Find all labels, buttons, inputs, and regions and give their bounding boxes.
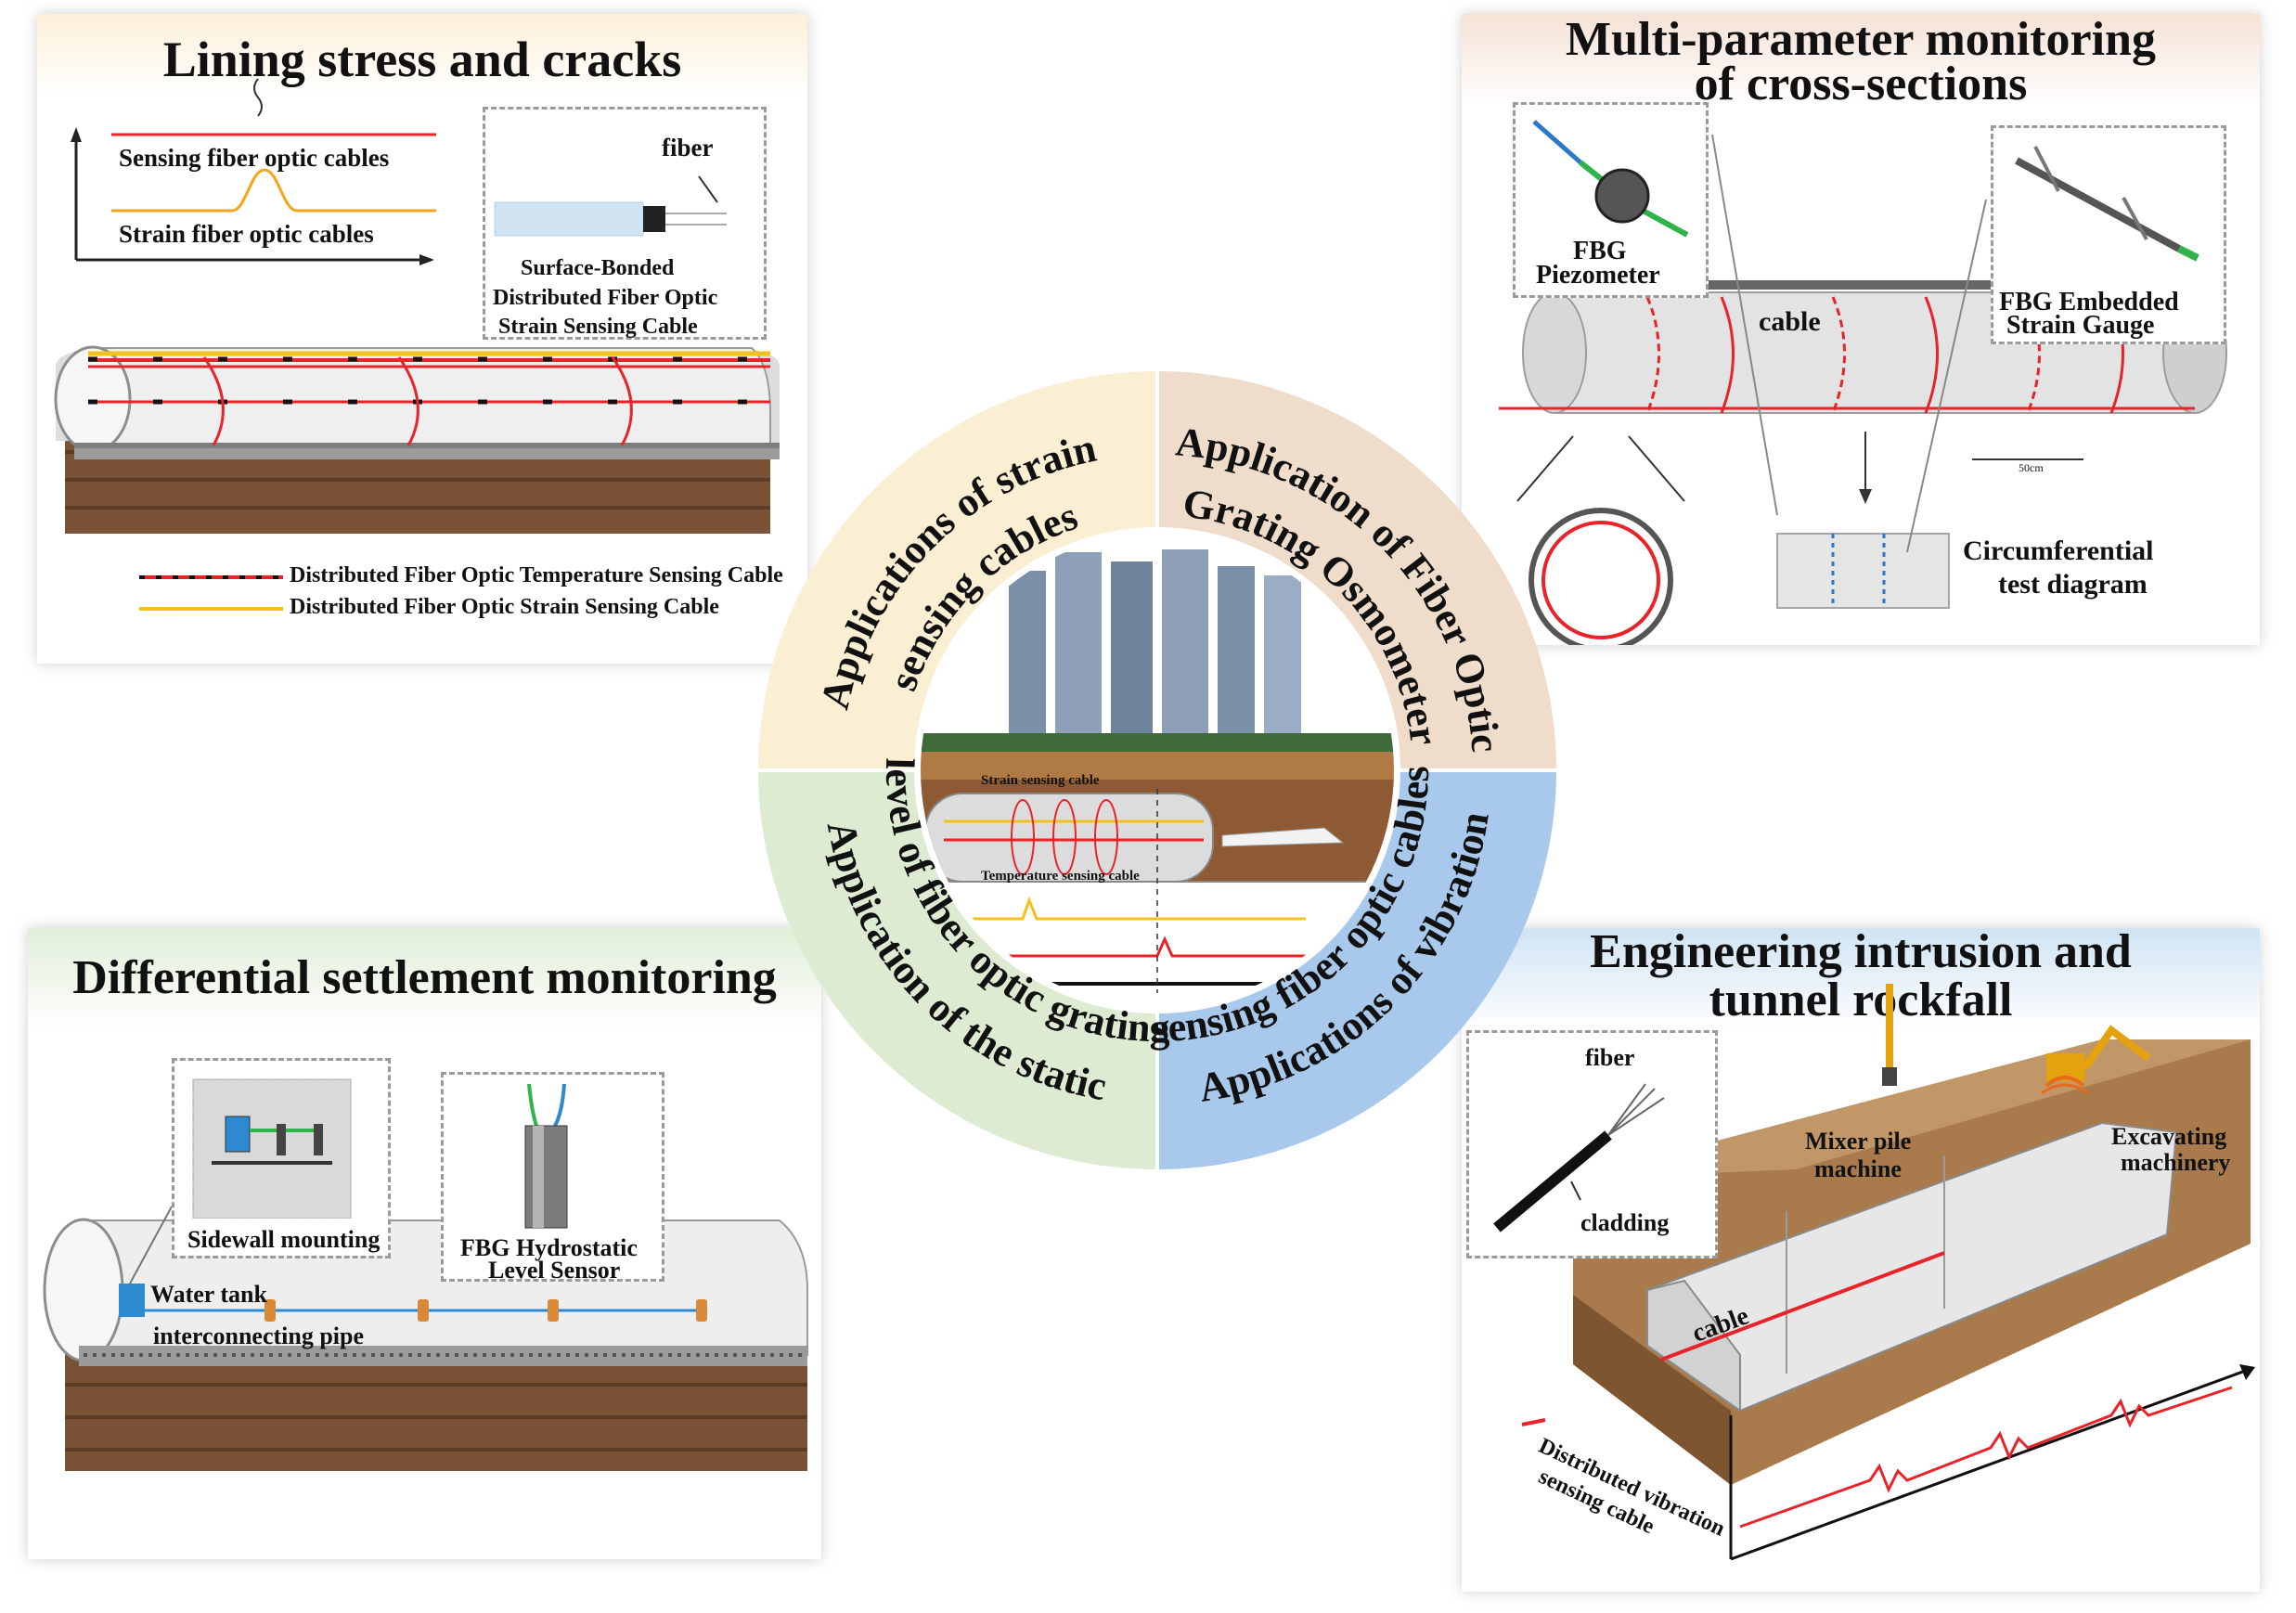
fiber-cladding-inset: fiber cladding [1466, 1030, 1718, 1258]
interconnecting-pipe-label: interconnecting pipe [153, 1323, 365, 1349]
strain-gauge-icon [2015, 146, 2199, 262]
inset-fiber-label: fiber [1585, 1044, 1635, 1071]
mixer-pile-label-1: Mixer pile [1805, 1128, 1912, 1155]
panel-title-line-1: Engineering intrusion and [1590, 925, 2132, 978]
strain-gauge-label-1: FBG Embedded [1999, 288, 2179, 316]
piezometer-label-1: FBG [1573, 237, 1627, 265]
panel-title: Lining stress and cracks [162, 32, 682, 87]
sidewall-mounting-inset: Sidewall mounting [172, 1058, 391, 1258]
panel-title-line-1: Multi-parameter monitoring [1566, 13, 2156, 66]
lining-diagram [54, 78, 780, 611]
panel-title: Differential settlement monitoring [72, 951, 777, 1004]
center-strain-label: Strain sensing cable [981, 773, 1100, 788]
sensing-cable-label: Sensing fiber optic cables [119, 144, 390, 172]
piezometer-label-2: Piezometer [1536, 261, 1660, 290]
ring-svg: Strain sensing cable Temperature sensing… [758, 371, 1556, 1169]
inset-caption-1: Surface-Bonded [521, 256, 675, 280]
panel-lining-stress: Lining stress and cracks [37, 14, 807, 664]
circumferential-label-2: test diagram [1998, 569, 2148, 600]
excavating-label-2: machinery [2121, 1149, 2231, 1176]
strain-gauge-label-2: Strain Gauge [2006, 311, 2155, 340]
circumferential-label-1: Circumferential [1963, 536, 2154, 566]
panel-title-line-2: of cross-sections [1694, 58, 2028, 110]
panel-multi-parameter: Multi-parameter monitoring of cross-sect… [1462, 14, 2260, 645]
level-sensor-icon [524, 1083, 568, 1229]
level-sensor-label-1: FBG Hydrostatic [460, 1234, 638, 1261]
fbg-strain-gauge-inset: FBG Embedded Strain Gauge [1991, 125, 2226, 344]
sidewall-label: Sidewall mounting [187, 1226, 381, 1253]
piezometer-icon [1532, 120, 1689, 238]
fiber-cable-drawing [494, 175, 727, 237]
panel-title-line-2: tunnel rockfall [1709, 974, 2013, 1026]
strain-cable-label: Strain fiber optic cables [119, 220, 374, 248]
panel-engineering-intrusion: Engineering intrusion and tunnel rockfal… [1462, 928, 2260, 1592]
fbg-piezometer-inset: FBG Piezometer [1513, 102, 1709, 298]
level-sensor-label-2: Level Sensor [488, 1257, 621, 1284]
panel-differential-settlement: Differential settlement monitoring Sidew… [28, 928, 821, 1559]
settlement-diagram [43, 1206, 808, 1471]
inset-caption-3: Strain Sensing Cable [498, 315, 698, 339]
central-ring: Strain sensing cable Temperature sensing… [758, 371, 1556, 1169]
cable-label: cable [1759, 306, 1821, 337]
surface-bonded-cable-inset: fiber Surface-Bonded Distributed Fiber O… [483, 107, 767, 340]
intrusion-diagram [1521, 984, 2255, 1561]
center-temp-label: Temperature sensing cable [981, 869, 1140, 884]
scale-label: 50cm [2019, 461, 2044, 474]
inset-cladding-label: cladding [1580, 1209, 1670, 1236]
fbg-level-sensor-inset: FBG Hydrostatic Level Sensor [441, 1072, 664, 1284]
inset-caption-2: Distributed Fiber Optic [493, 286, 718, 310]
mixer-pile-label-2: machine [1814, 1155, 1902, 1182]
legend-temperature-cable: Distributed Fiber Optic Temperature Sens… [290, 563, 783, 587]
legend-strain-cable: Distributed Fiber Optic Strain Sensing C… [290, 595, 719, 619]
water-tank-label: Water tank [150, 1281, 267, 1308]
sidewall-icon [192, 1078, 352, 1219]
fiber-cable-icon [1493, 1083, 1665, 1232]
inset-fiber-label: fiber [662, 134, 714, 161]
excavating-label-1: Excavating [2111, 1123, 2227, 1150]
